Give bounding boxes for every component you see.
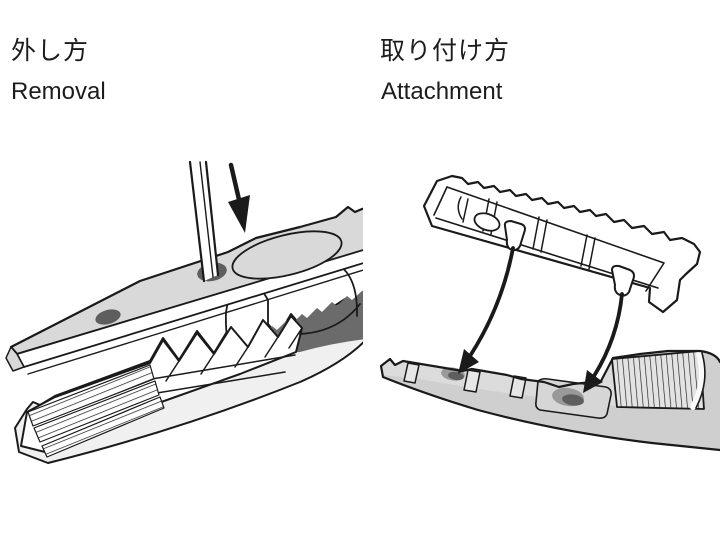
insert-arrow-rear — [583, 292, 624, 393]
head-gap-highlight — [690, 351, 705, 410]
head-boundary — [695, 352, 706, 409]
jaw-pin-hole-front — [441, 367, 465, 381]
jaw-cover — [422, 174, 702, 314]
jaw-cover-oval-hole — [473, 212, 501, 232]
insert-arrow-front — [458, 246, 515, 374]
cover-grooves-band-3 — [41, 396, 165, 458]
jaw-ridge-3 — [509, 375, 527, 399]
attachment-title-japanese: 取り付け方 — [380, 37, 511, 65]
cover-peg-rear — [611, 264, 635, 297]
jaw-ribbed-grip — [611, 350, 705, 410]
push-rod — [188, 160, 220, 283]
removal-title-japanese: 外し方 — [11, 37, 90, 65]
cover-peg-front — [503, 220, 526, 251]
push-down-arrow — [228, 162, 250, 233]
jaw-outline — [379, 349, 720, 452]
attachment-title-english: Attachment — [381, 78, 503, 105]
upper-jaw-tip — [5, 346, 25, 372]
cover-grooves-band-1 — [27, 364, 155, 427]
pivot-boss — [231, 230, 343, 280]
jaw-pin-hole-rear — [552, 387, 584, 407]
jaw-cover-outline — [422, 174, 702, 314]
removal-title-english: Removal — [11, 78, 106, 105]
jaw-cover-slot — [457, 196, 469, 223]
upper-jaw-side-line — [27, 269, 363, 375]
attachment-illustration — [379, 174, 720, 452]
cover-grooves-band-2 — [33, 380, 160, 443]
cover-pin-hole-front — [95, 309, 121, 325]
jaw-ridge-1 — [403, 362, 420, 384]
jaw-ridge-2 — [463, 369, 481, 393]
cover-step-lines — [151, 327, 303, 394]
removal-illustration — [5, 160, 363, 464]
